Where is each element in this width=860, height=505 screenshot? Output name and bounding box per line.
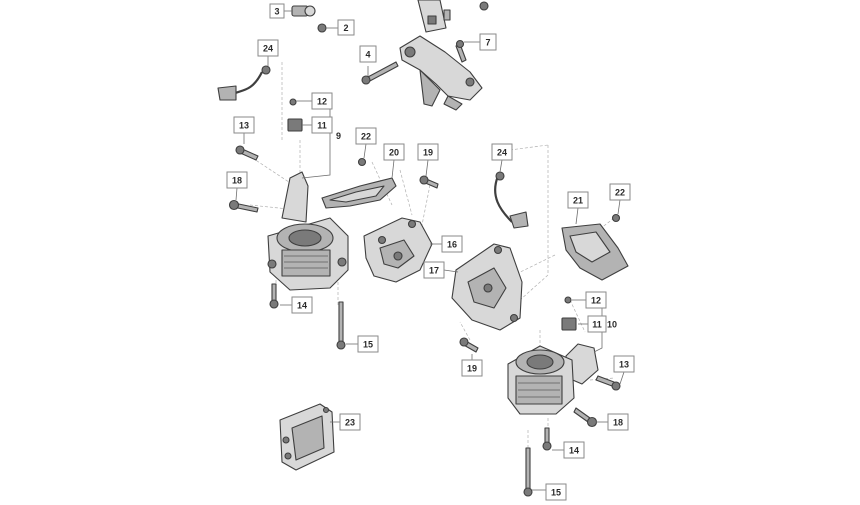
callout-2: 2 <box>337 19 355 36</box>
callout-labels: 3 2 4 7 24 12 11 9 13 <box>226 3 635 501</box>
callout-13-right: 13 <box>613 355 635 373</box>
sensor-clip-left <box>287 98 303 132</box>
callout-13-left: 13 <box>233 116 255 134</box>
upper-bracket-assembly <box>291 0 489 111</box>
svg-text:17: 17 <box>429 266 439 276</box>
callout-10: 10 <box>607 320 617 330</box>
svg-text:21: 21 <box>573 196 583 206</box>
svg-text:18: 18 <box>232 176 242 186</box>
callout-3: 3 <box>269 3 285 19</box>
svg-text:14: 14 <box>569 446 579 456</box>
sensor-cable-right <box>494 171 529 229</box>
callout-24-left: 24 <box>257 39 279 57</box>
bracket-17 <box>451 243 523 331</box>
heat-shield-20 <box>321 177 397 209</box>
bolt-left-15 <box>336 301 346 350</box>
svg-text:18: 18 <box>613 418 623 428</box>
svg-text:10: 10 <box>607 320 617 330</box>
callout-11-left: 11 <box>311 116 333 134</box>
callout-23: 23 <box>339 413 361 431</box>
svg-text:9: 9 <box>336 131 341 141</box>
svg-text:11: 11 <box>592 320 602 330</box>
bolt-left-14 <box>269 283 279 309</box>
heat-shield-21 <box>561 223 629 281</box>
bolt-right-13 <box>595 375 621 391</box>
svg-text:23: 23 <box>345 418 355 428</box>
svg-text:12: 12 <box>317 97 327 107</box>
callout-20: 20 <box>383 143 405 161</box>
callout-17: 17 <box>423 261 445 279</box>
bolt-22-upper <box>357 157 367 167</box>
svg-text:14: 14 <box>297 301 307 311</box>
engine-mount-left <box>267 171 349 291</box>
callout-7: 7 <box>479 33 497 51</box>
svg-text:19: 19 <box>423 148 433 158</box>
callout-19-lower: 19 <box>461 359 483 377</box>
svg-text:19: 19 <box>467 364 477 374</box>
bolt-19-upper <box>419 175 439 189</box>
svg-text:7: 7 <box>485 38 490 48</box>
callout-14-right: 14 <box>563 441 585 459</box>
svg-text:13: 13 <box>619 360 629 370</box>
svg-text:22: 22 <box>615 188 625 198</box>
sensor-cable-left <box>217 65 271 101</box>
bolt-right-14 <box>542 427 552 451</box>
callout-11-right: 11 <box>587 315 607 333</box>
control-unit-23 <box>279 403 335 471</box>
svg-text:15: 15 <box>363 340 373 350</box>
callout-19-upper: 19 <box>417 143 439 161</box>
engine-mount-right <box>507 343 599 415</box>
svg-text:24: 24 <box>263 44 273 54</box>
callout-22-right: 22 <box>609 183 631 201</box>
callout-9: 9 <box>336 131 341 141</box>
svg-text:11: 11 <box>317 121 327 131</box>
sensor-clip-right <box>561 296 577 331</box>
bolt-19-lower <box>459 337 479 353</box>
bolt-left-18 <box>228 199 259 213</box>
svg-text:13: 13 <box>239 121 249 131</box>
svg-text:20: 20 <box>389 148 399 158</box>
svg-text:2: 2 <box>343 23 348 33</box>
bracket-16 <box>363 217 433 283</box>
bolt-left-13 <box>235 145 259 161</box>
callout-24-right: 24 <box>491 143 513 161</box>
callout-18-left: 18 <box>226 171 248 189</box>
callout-21: 21 <box>567 191 589 209</box>
svg-text:24: 24 <box>497 148 507 158</box>
bolt-22-right <box>611 213 621 223</box>
bolt-right-18 <box>573 407 598 428</box>
callout-12-right: 12 <box>585 291 607 309</box>
callout-18-right: 18 <box>607 413 629 431</box>
callout-22-upper: 22 <box>355 127 377 145</box>
svg-text:12: 12 <box>591 296 601 306</box>
bolt-right-15 <box>523 447 533 497</box>
svg-text:22: 22 <box>361 132 371 142</box>
callout-16: 16 <box>441 235 463 253</box>
svg-text:4: 4 <box>365 50 370 60</box>
callout-15-left: 15 <box>357 335 379 353</box>
svg-text:3: 3 <box>274 7 279 17</box>
callout-4: 4 <box>359 45 377 63</box>
callout-14-left: 14 <box>291 296 313 314</box>
callout-12-left: 12 <box>311 92 333 110</box>
svg-text:15: 15 <box>551 488 561 498</box>
callout-15-right: 15 <box>545 483 567 501</box>
svg-text:16: 16 <box>447 240 457 250</box>
